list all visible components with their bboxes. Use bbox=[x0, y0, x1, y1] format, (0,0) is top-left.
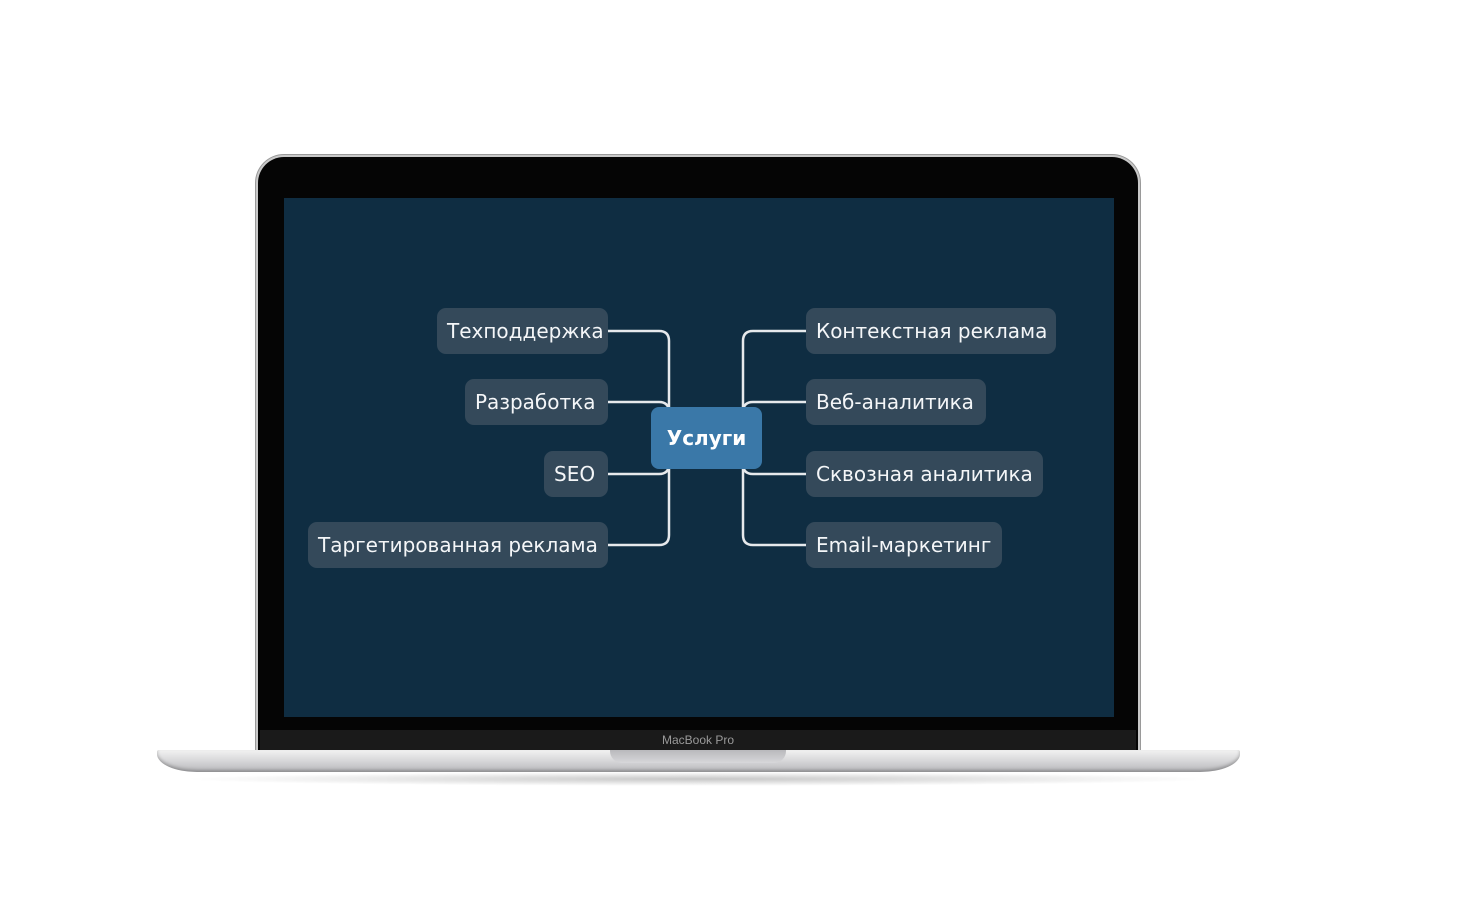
connector-left-4 bbox=[606, 467, 671, 547]
device-brand-label: MacBook Pro bbox=[661, 733, 735, 747]
connector-right-4 bbox=[741, 467, 808, 547]
laptop-opening-notch bbox=[610, 750, 786, 763]
node-end-to-end-analytics: Сквозная аналитика bbox=[806, 451, 1043, 497]
node-web-analytics: Веб-аналитика bbox=[806, 379, 986, 425]
center-node-services: Услуги bbox=[651, 407, 762, 469]
laptop-base-shadow bbox=[180, 772, 1217, 786]
node-targeted-ads: Таргетированная реклама bbox=[308, 522, 608, 568]
connector-left-1 bbox=[606, 329, 671, 409]
node-email-marketing: Email-маркетинг bbox=[806, 522, 1002, 568]
connector-right-1 bbox=[741, 329, 808, 409]
node-tech-support: Техподдержка bbox=[437, 308, 608, 354]
node-development: Разработка bbox=[465, 379, 608, 425]
laptop-screen: Техподдержка Разработка SEO Таргетирован… bbox=[284, 198, 1114, 717]
node-context-ads: Контекстная реклама bbox=[806, 308, 1056, 354]
node-seo: SEO bbox=[544, 451, 608, 497]
laptop-chin bbox=[260, 730, 1136, 752]
